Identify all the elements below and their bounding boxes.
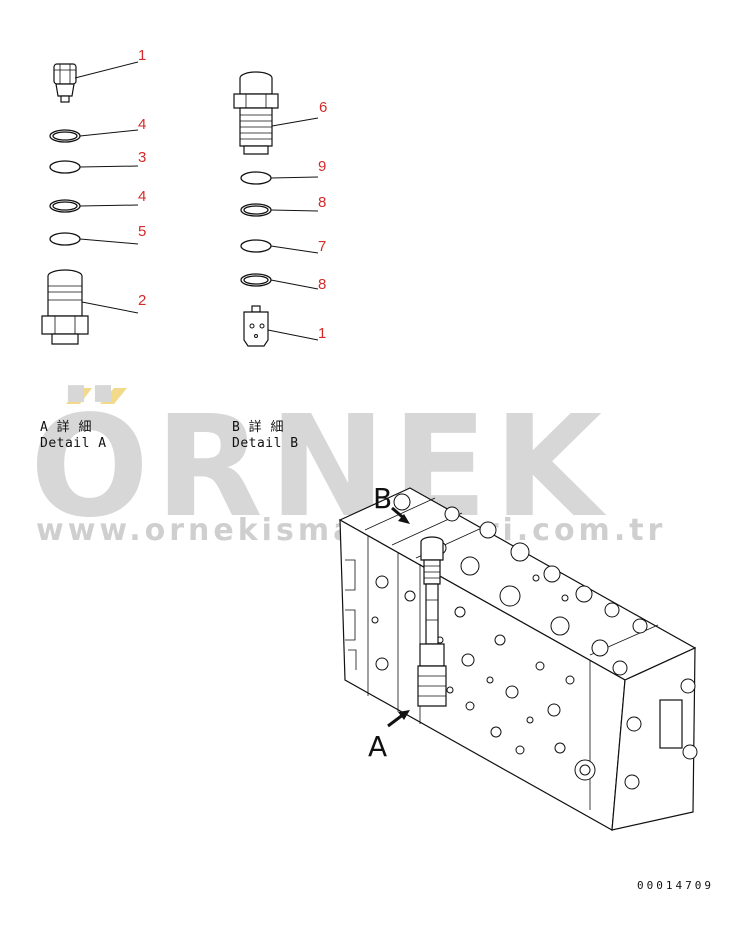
o-ring-3 [49,160,81,174]
o-ring-5 [49,232,81,246]
watermark: ÖRNEK www.ornekismakinalari.com.tr [30,384,662,549]
o-ring-9 [240,171,272,185]
callout-a-5: 5 [138,223,146,240]
spool-stack [417,536,447,707]
ring-4-top-inner [52,131,78,141]
reference-number: 00014709 [637,879,714,892]
detail-b-label-en: Detail B [232,436,299,451]
o-ring-7 [240,239,272,253]
detail-b-label: B 詳 細 Detail B [232,420,299,452]
detail-b-callouts: 6 9 8 7 8 1 [318,99,327,342]
ring-8-top-inner [243,205,269,215]
ring-4-bottom-inner [52,201,78,211]
callout-b-1: 1 [318,325,326,342]
part-1-plug [53,63,77,103]
detail-a-label-jp: A 詳 細 [40,420,92,435]
callout-a-2: 2 [138,292,146,309]
watermark-accent-left [66,388,92,404]
detail-b-leaders [267,117,319,341]
detail-a-leaders [74,61,139,314]
detail-a-callouts: 1 4 3 4 5 2 [138,47,146,309]
callout-b-8-top: 8 [318,194,326,211]
callout-b-8-bottom: 8 [318,276,326,293]
callout-b-9: 9 [318,158,326,175]
view-letter-b: B [373,482,392,515]
callout-a-3: 3 [138,149,146,166]
part-2-valve [41,269,89,345]
detail-a-parts [41,63,89,345]
part-6-valve [233,71,279,155]
callout-a-4-top: 4 [138,116,146,133]
view-letter-a: A [368,730,387,763]
ring-8-bottom-inner [243,275,269,285]
detail-b-label-jp: B 詳 細 [232,420,284,435]
view-arrow-b: B [373,482,410,524]
control-valve-assembly [338,487,698,831]
detail-a-label-en: Detail A [40,436,107,451]
detail-a-label: A 詳 細 Detail A [40,420,107,452]
watermark-accent-right [100,388,127,404]
callout-a-1: 1 [138,47,146,64]
watermark-brand: ÖRNEK [30,384,608,549]
callout-b-7: 7 [318,238,326,255]
view-arrow-a: A [368,710,410,763]
callout-b-6: 6 [319,99,327,116]
detail-b-parts [233,71,279,347]
callout-a-4-bottom: 4 [138,188,146,205]
part-1-plug-b [243,305,269,347]
